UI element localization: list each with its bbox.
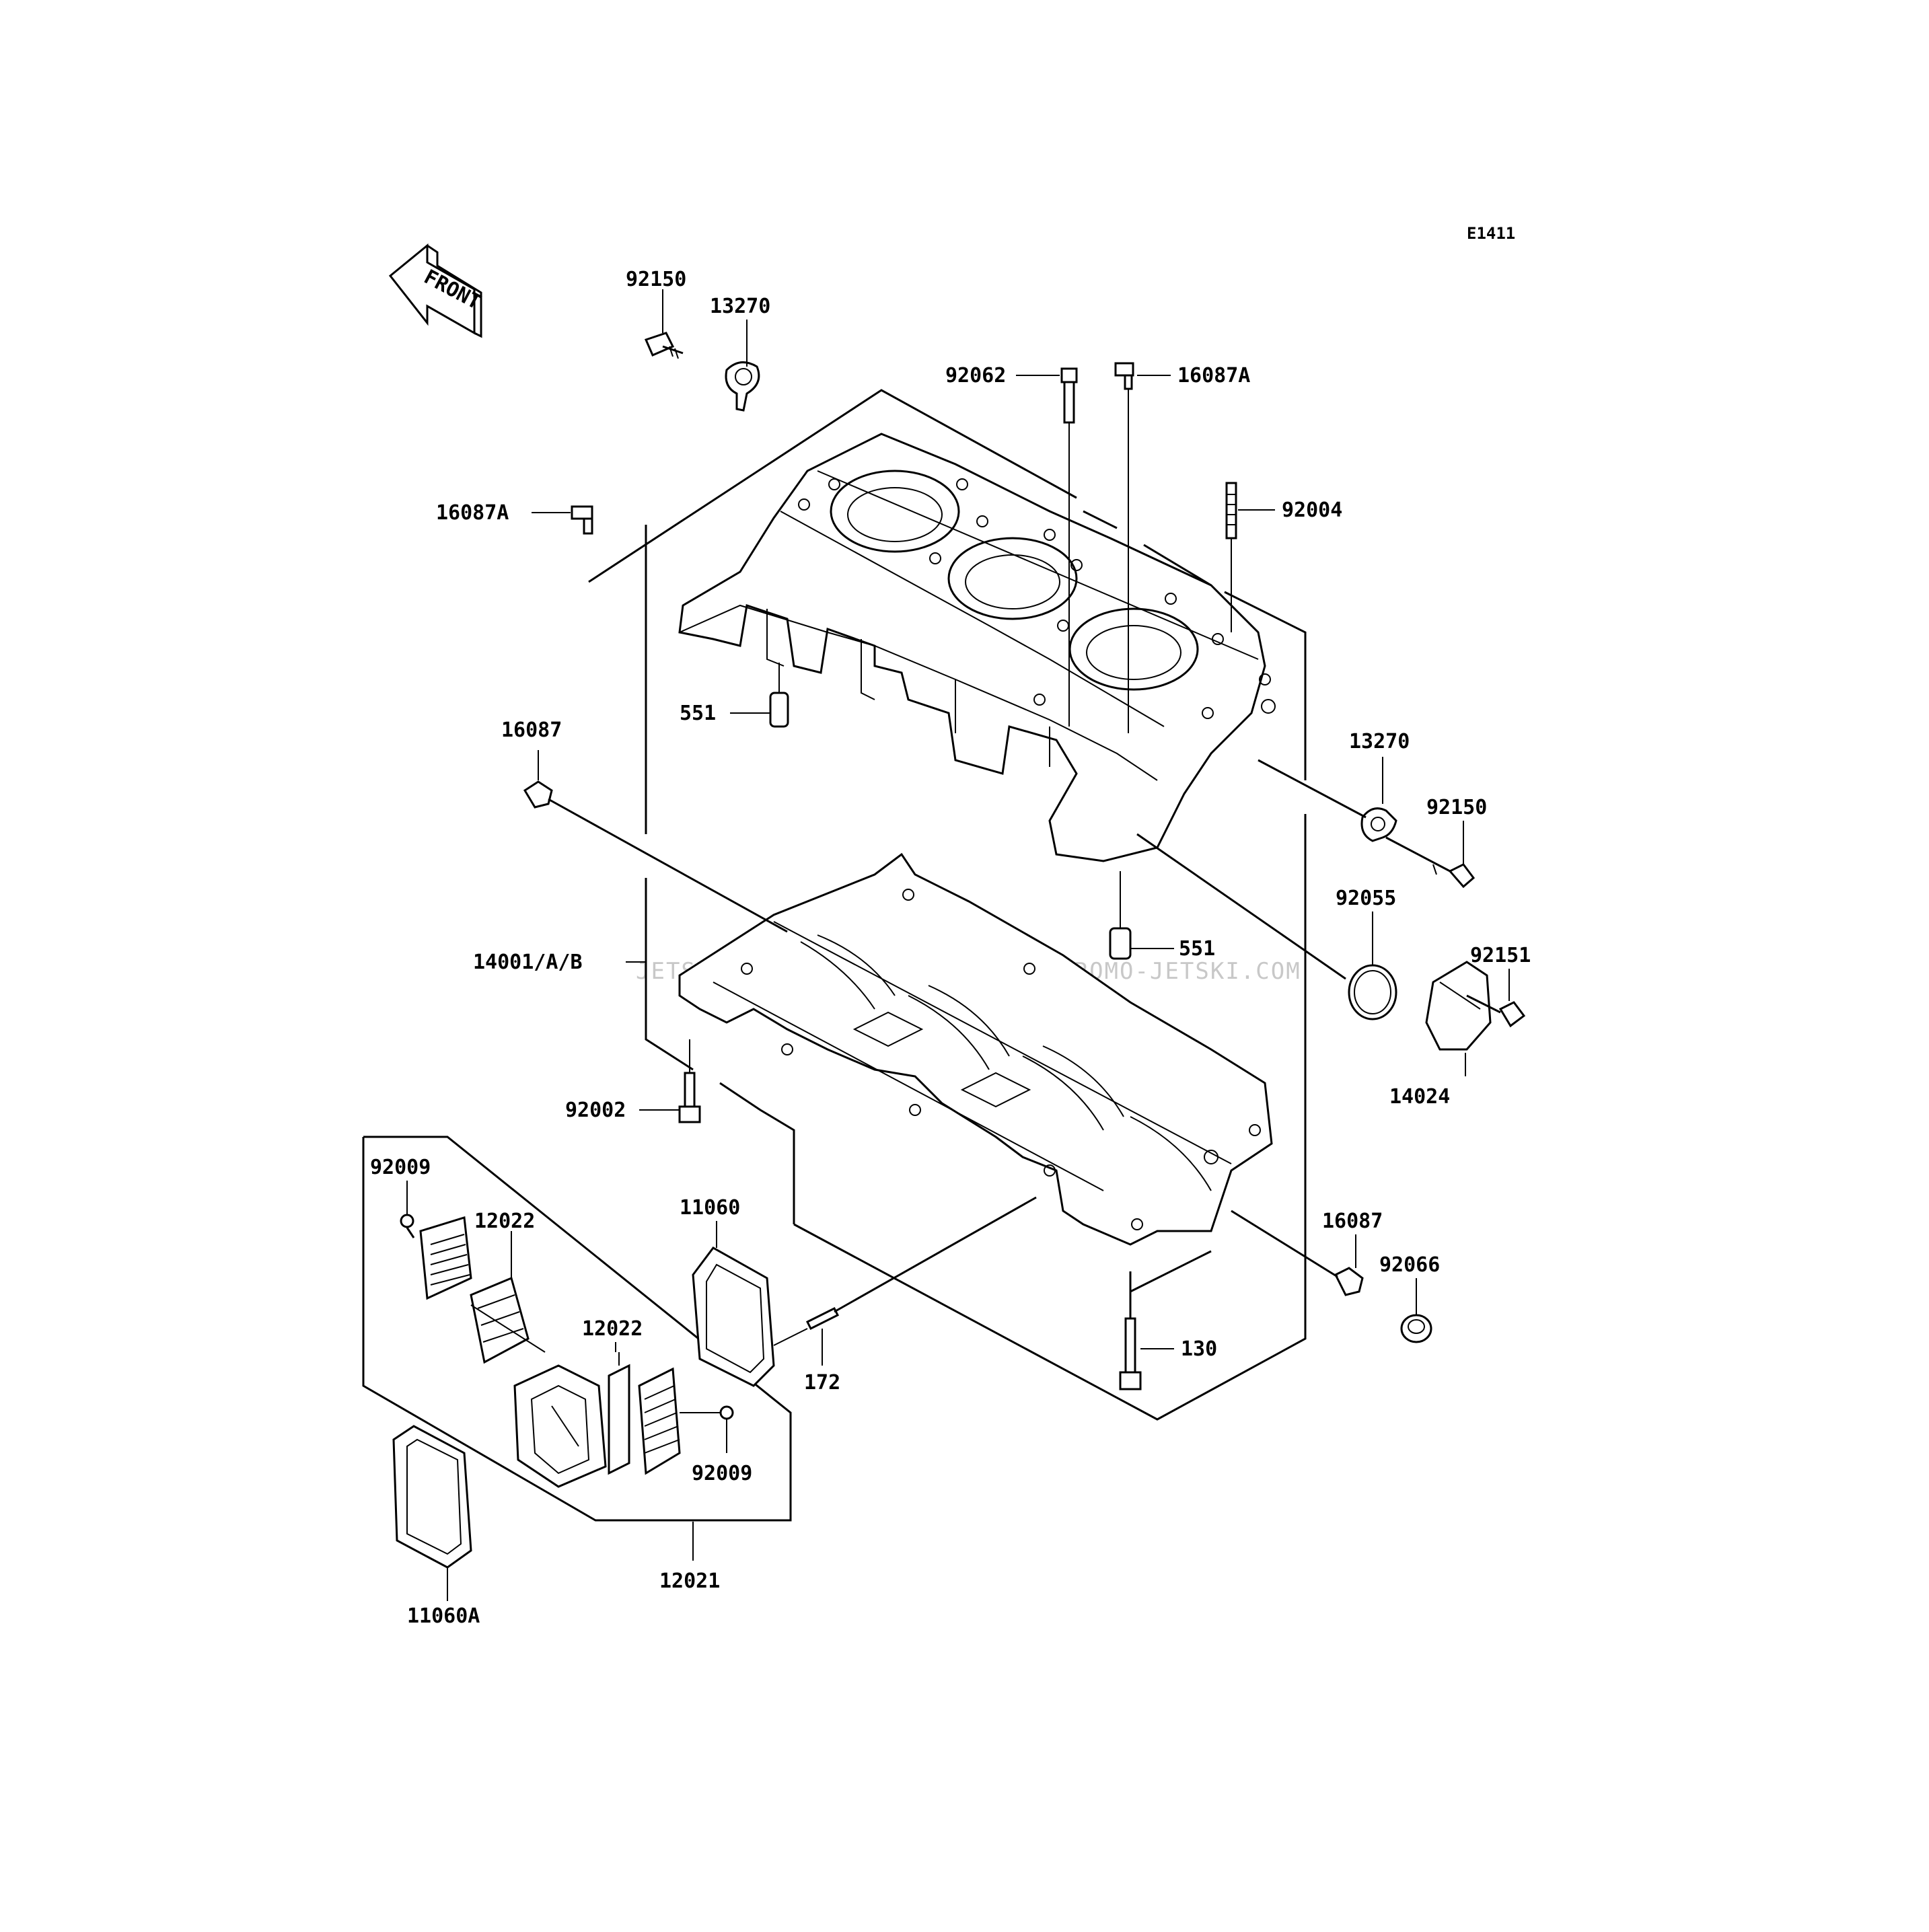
label-92151: 92151 <box>1470 944 1531 967</box>
plug-92066 <box>1400 1314 1432 1343</box>
label-16087-left: 16087 <box>501 718 562 742</box>
label-92062: 92062 <box>945 364 1006 387</box>
screw-92009-bottom <box>680 1405 734 1420</box>
fitting-16087A-top <box>1114 362 1134 733</box>
label-12022-top: 12022 <box>474 1210 535 1233</box>
label-92150-right: 92150 <box>1426 796 1487 819</box>
label-92055: 92055 <box>1336 887 1396 910</box>
reed-12022-top <box>470 1276 546 1364</box>
reed-group-bracket <box>362 1136 792 1522</box>
label-11060: 11060 <box>680 1196 740 1220</box>
plug-16087-right <box>1231 1210 1364 1296</box>
dowel-551-top <box>769 663 789 728</box>
reed-block <box>513 1364 607 1488</box>
reed-stopper-top <box>419 1216 472 1300</box>
label-92009-bottom: 92009 <box>692 1462 752 1485</box>
bolt-92150-top <box>644 332 684 359</box>
bolt-92151 <box>1466 994 1526 1028</box>
bolt-92062 <box>1060 367 1078 727</box>
diagram-code: E1411 <box>1467 224 1515 243</box>
label-92004: 92004 <box>1282 498 1342 522</box>
label-14024: 14024 <box>1389 1085 1450 1109</box>
reed-stopper-bottom <box>638 1367 681 1475</box>
cover-14024 <box>1425 961 1492 1051</box>
label-92002: 92002 <box>565 1099 626 1122</box>
label-12021: 12021 <box>659 1569 720 1593</box>
dowel-551-mid <box>1109 871 1132 960</box>
lower-crankcase <box>645 852 1273 1246</box>
plate-13270-top <box>725 361 760 412</box>
upper-crankcase <box>588 389 1307 1421</box>
leader-lines <box>406 289 1510 1601</box>
screw-92009-top <box>400 1214 415 1238</box>
label-13270-top: 13270 <box>710 295 770 318</box>
reed-12022-mid <box>608 1352 630 1475</box>
gasket-11060A <box>392 1425 472 1569</box>
label-92066: 92066 <box>1379 1253 1440 1277</box>
label-16087A-left: 16087A <box>436 501 509 525</box>
label-11060A: 11060A <box>407 1604 480 1628</box>
label-16087A-top: 16087A <box>1177 364 1250 387</box>
stud-172 <box>805 1196 1037 1331</box>
label-92009-top: 92009 <box>370 1156 431 1179</box>
gasket-11060 <box>692 1247 808 1387</box>
plate-13270-right <box>1258 759 1397 842</box>
stud-92004 <box>1225 482 1237 632</box>
label-12022-mid: 12022 <box>582 1317 643 1341</box>
bolt-92150-right <box>1385 836 1476 889</box>
bolt-130 <box>1119 1250 1212 1390</box>
label-551-top: 551 <box>680 702 716 725</box>
oring-92055 <box>1136 833 1397 1020</box>
part-labels: 92150 13270 92062 16087A 16087A 92004 55… <box>370 268 1531 1628</box>
label-16087-right: 16087 <box>1322 1210 1383 1233</box>
label-13270-right: 13270 <box>1349 730 1410 753</box>
bolt-92002 <box>678 1039 701 1123</box>
label-551-mid: 551 <box>1179 937 1215 961</box>
fitting-16087A-left <box>571 505 593 535</box>
label-130: 130 <box>1181 1337 1217 1361</box>
label-92150-top: 92150 <box>626 268 686 291</box>
front-arrow-icon: FRONT <box>388 243 484 338</box>
label-14001: 14001/A/B <box>473 951 583 974</box>
plug-16087-left <box>523 780 788 933</box>
label-172: 172 <box>804 1371 840 1395</box>
